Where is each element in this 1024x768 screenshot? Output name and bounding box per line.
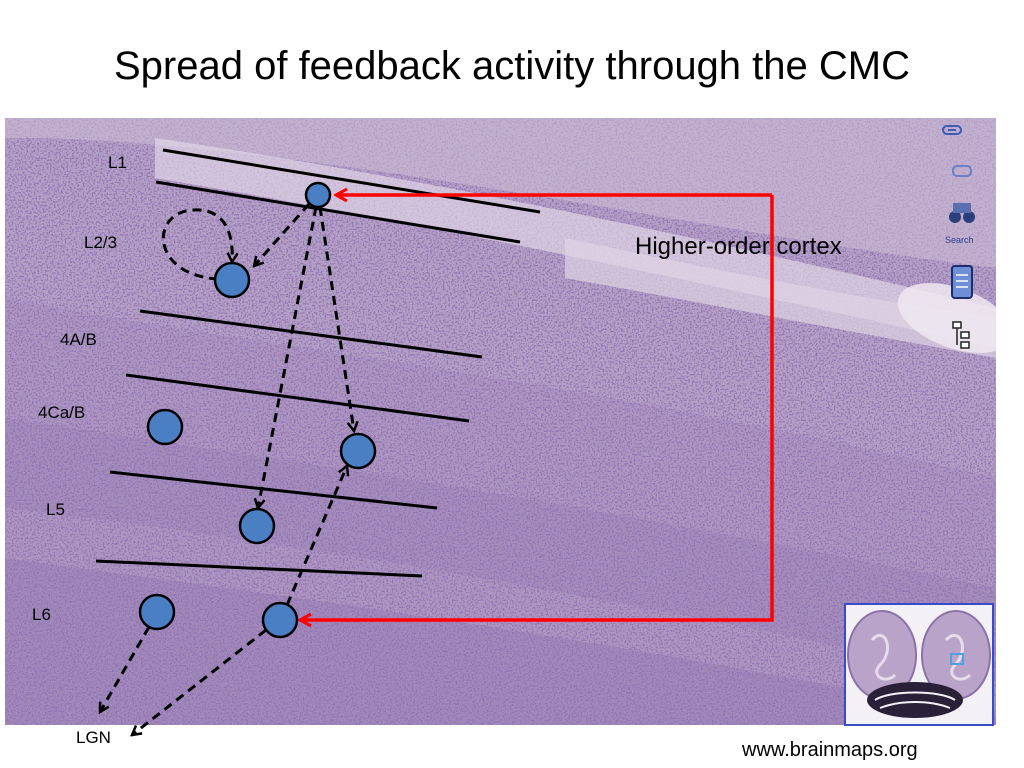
minimap-thumbnail[interactable] xyxy=(844,603,994,726)
dashed-connections xyxy=(98,203,354,735)
neuron-l1 xyxy=(304,181,332,209)
neuron-l6-left xyxy=(138,593,176,631)
search-icon-label: Search xyxy=(945,235,974,245)
layer-label-4cab: 4Ca/B xyxy=(38,403,85,422)
tree-icon[interactable] xyxy=(952,321,970,349)
neuron-l2-3 xyxy=(213,261,251,299)
neuron-l5 xyxy=(238,507,276,545)
lgn-label: LGN xyxy=(76,728,111,747)
layer-label-l5: L5 xyxy=(46,500,65,519)
layer-label-l1: L1 xyxy=(108,153,127,172)
neuron-4c-left xyxy=(146,408,184,446)
search-binoculars-icon[interactable]: Search xyxy=(945,203,975,245)
neuron-l6-right xyxy=(261,601,299,639)
feedback-pathway xyxy=(300,195,774,620)
slide-title: Spread of feedback activity through the … xyxy=(114,44,910,88)
layer-label-l6: L6 xyxy=(32,605,51,624)
higher-order-cortex-label: Higher-order cortex xyxy=(635,233,842,260)
neuron-4c-right xyxy=(339,432,377,470)
viewer-toolbar: Search xyxy=(942,125,975,349)
neurons xyxy=(138,181,377,639)
minimap-viewport[interactable] xyxy=(950,653,964,665)
layer-label-4ab: 4A/B xyxy=(60,330,97,349)
layer-boundaries xyxy=(95,148,541,578)
link-icon[interactable] xyxy=(942,125,962,135)
source-credit: www.brainmaps.org xyxy=(742,739,918,761)
layer-label-l2-3: L2/3 xyxy=(84,233,117,252)
notes-icon[interactable] xyxy=(951,265,973,299)
image-link-icon[interactable] xyxy=(952,165,972,177)
